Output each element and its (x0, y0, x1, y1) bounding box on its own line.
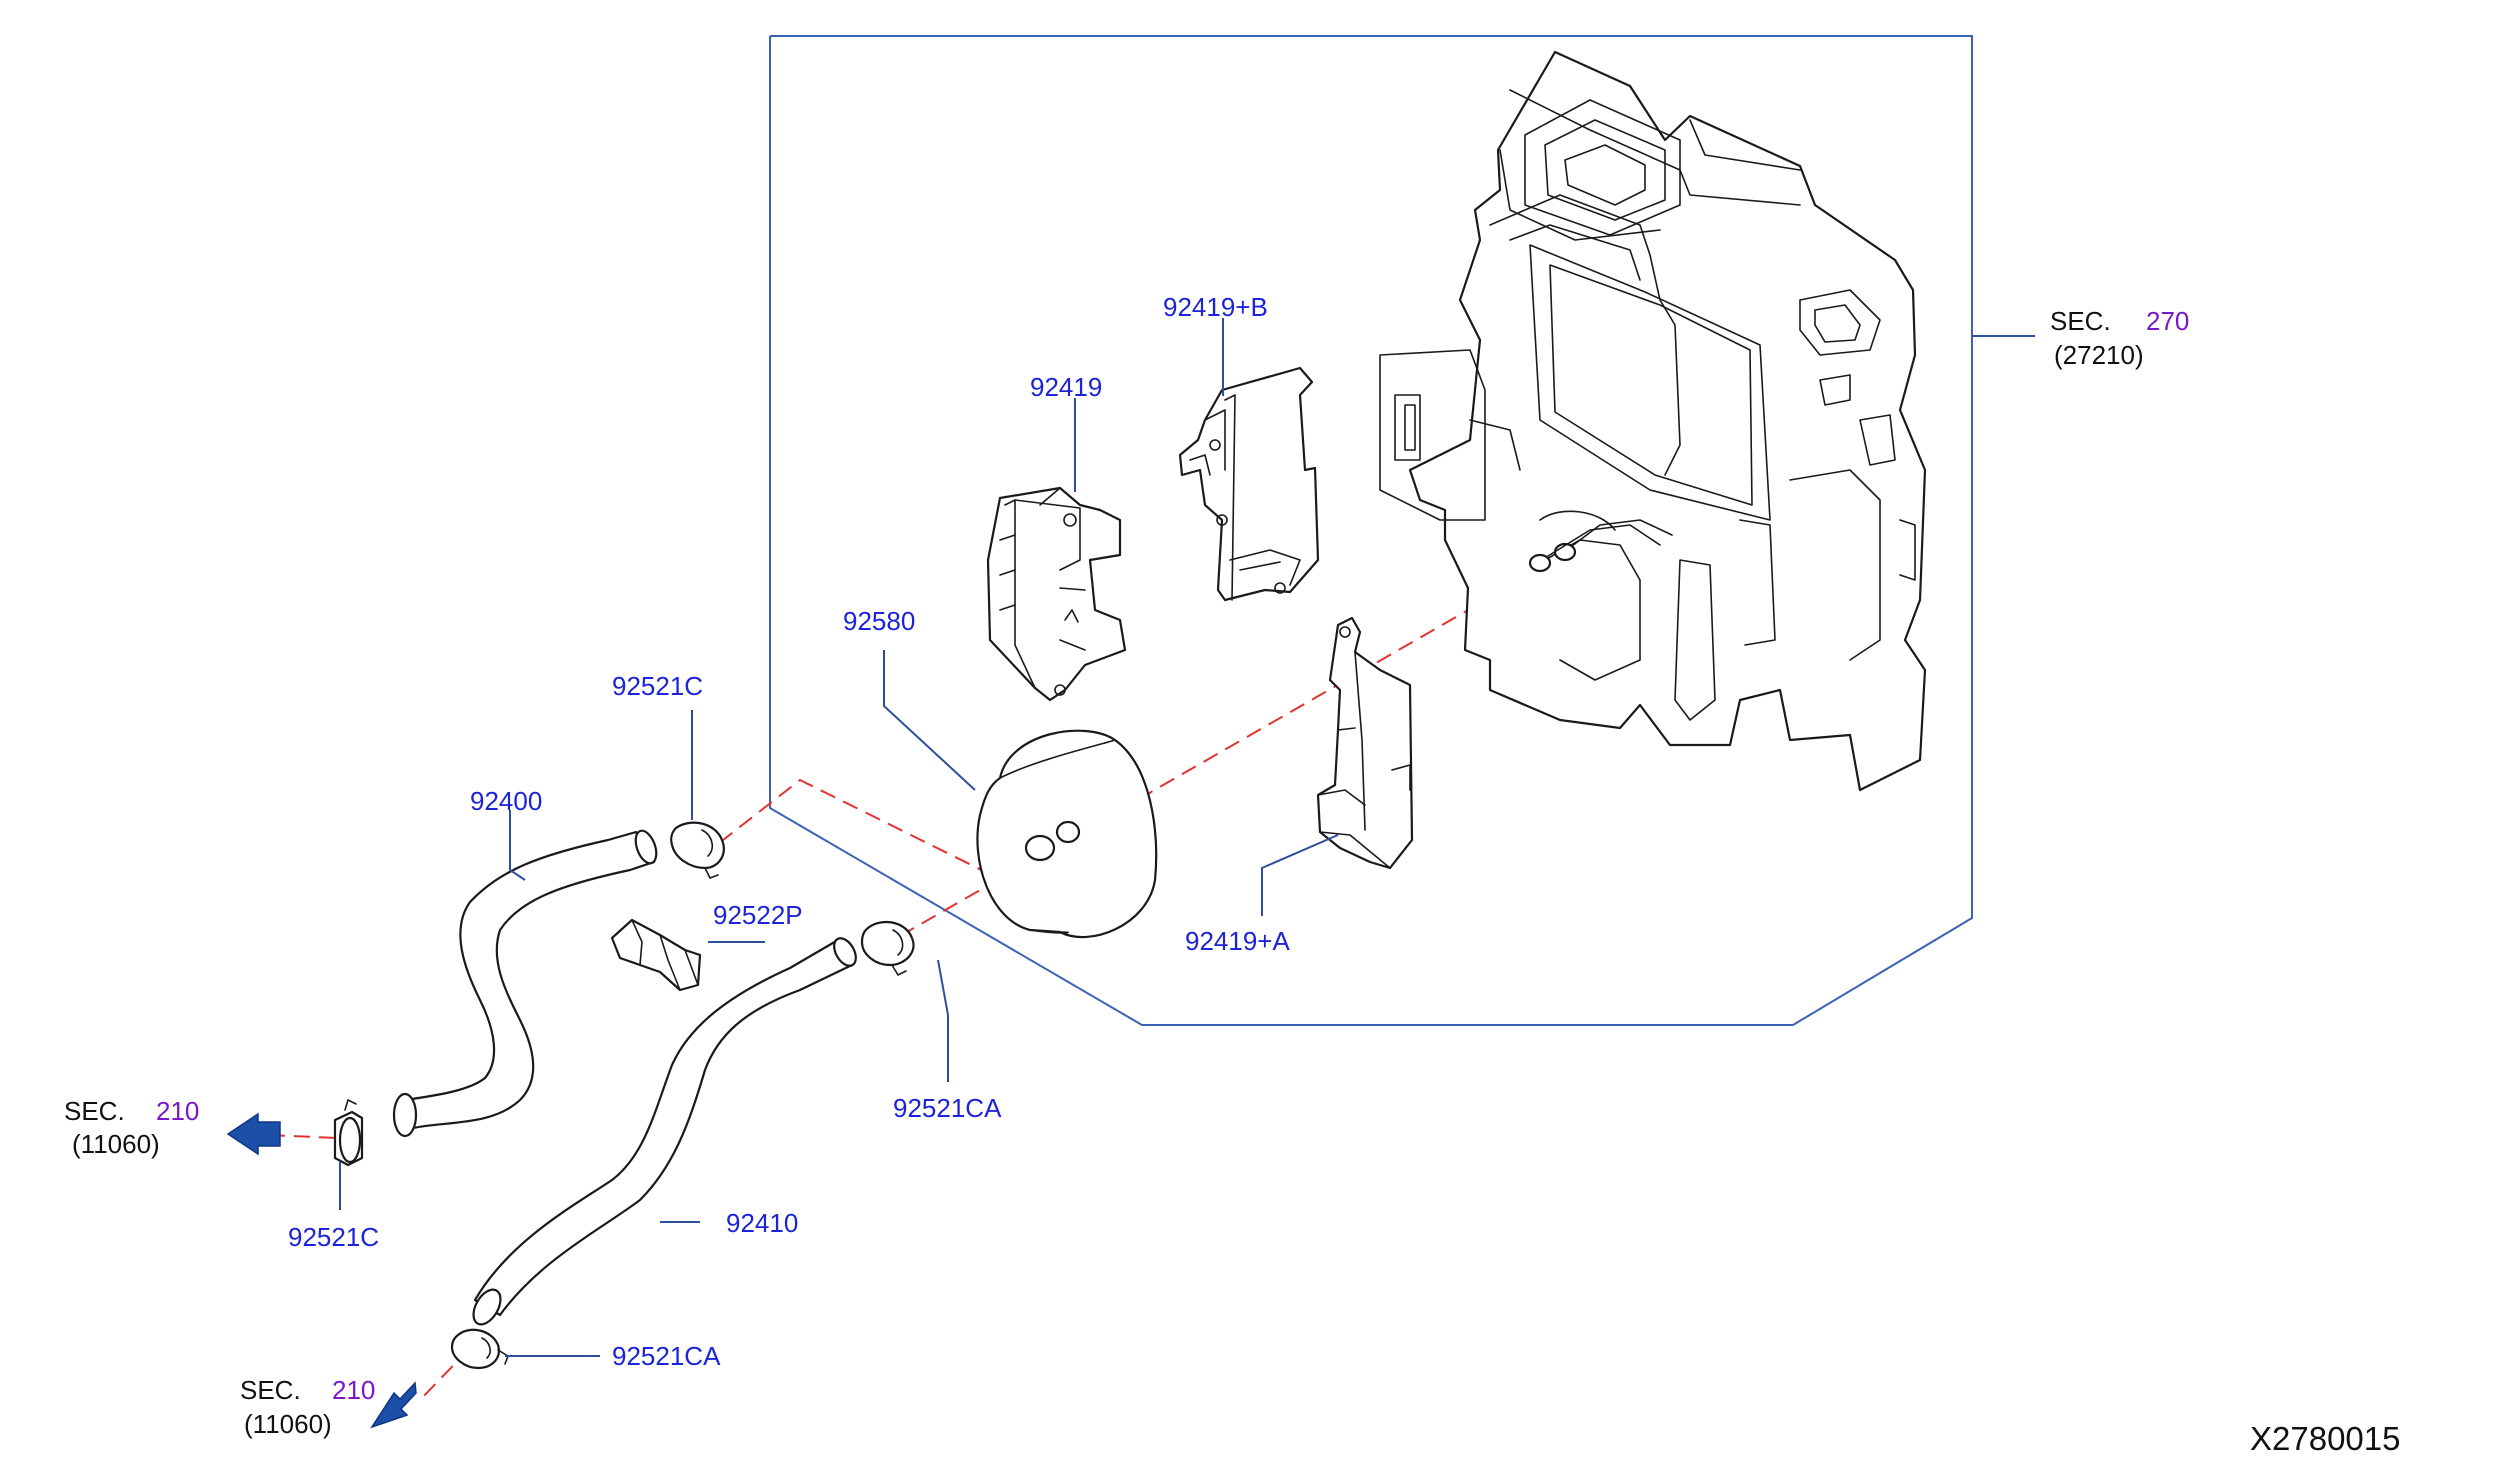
bracket-92419 (986, 486, 1127, 702)
flow-arrow-upper (226, 1112, 281, 1156)
sec270-prefix: SEC. (2050, 306, 2111, 336)
label-92521ca-bottom: 92521CA (612, 1341, 721, 1371)
label-92521c-bottom: 92521C (288, 1222, 379, 1252)
clamp-92521c-bottom (333, 1099, 364, 1167)
label-92580: 92580 (843, 606, 915, 636)
label-92410: 92410 (726, 1208, 798, 1238)
sec210-upper-ref: (11060) (72, 1129, 160, 1159)
sec210-upper-prefix: SEC. (64, 1096, 125, 1126)
label-92521ca-mid: 92521CA (893, 1093, 1002, 1123)
leader-lines (339, 318, 1339, 1357)
clamp-92521ca-mid (860, 920, 915, 976)
label-92419b: 92419+B (1163, 292, 1268, 322)
section-ref-270: SEC. 270 (27210) (2050, 306, 2189, 370)
label-92400: 92400 (470, 786, 542, 816)
assembly-frame (769, 35, 1973, 1026)
label-92419: 92419 (1030, 372, 1102, 402)
sec210-lower-ref: (11060) (244, 1409, 332, 1439)
cylinder-92580 (976, 729, 1158, 939)
hose-92410 (472, 937, 857, 1326)
sec210-lower-number: 210 (332, 1375, 375, 1405)
clamp-92521c-top (670, 821, 725, 879)
heater-unit (1379, 50, 1927, 792)
clamp-92522p (610, 918, 702, 992)
label-92419a: 92419+A (1185, 926, 1290, 956)
sec270-ref: (27210) (2054, 340, 2144, 370)
label-92522p: 92522P (713, 900, 803, 930)
sec270-number: 270 (2146, 306, 2189, 336)
diagram-code: X2780015 (2250, 1420, 2400, 1457)
bracket-92419a (1316, 616, 1414, 870)
sec210-lower-prefix: SEC. (240, 1375, 301, 1405)
sec210-upper-number: 210 (156, 1096, 199, 1126)
section-ref-210-upper: SEC. 210 (11060) (64, 1096, 199, 1159)
clamp-92521ca-bottom (450, 1328, 509, 1370)
hose-92400 (392, 829, 658, 1138)
flow-arrow-lower (370, 1381, 417, 1429)
bracket-92419b (1178, 366, 1320, 602)
section-ref-210-lower: SEC. 210 (11060) (240, 1375, 375, 1439)
label-92521c-top: 92521C (612, 671, 703, 701)
